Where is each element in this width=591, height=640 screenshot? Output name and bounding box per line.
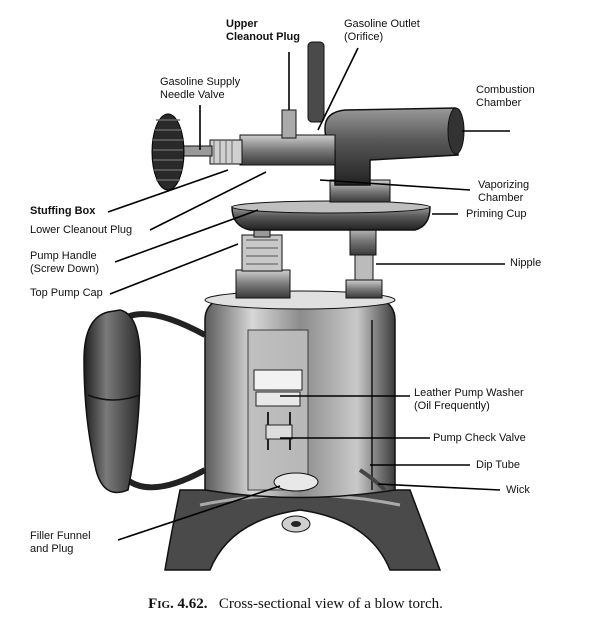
label-pump-check-valve: Pump Check Valve bbox=[433, 432, 526, 444]
tank-base bbox=[164, 489, 442, 571]
figure-caption-text: Cross-sectional view of a blow torch. bbox=[218, 596, 443, 612]
needle-valve-knob bbox=[151, 113, 185, 191]
label-gasoline-outlet: Gasoline Outlet(Orifice) bbox=[344, 18, 420, 43]
label-leather-pump-washer: Leather Pump Washer(Oil Frequently) bbox=[414, 387, 524, 412]
burner-assembly bbox=[175, 41, 465, 203]
figure-caption: Fig. 4.62. Cross-sectional view of a blo… bbox=[0, 596, 591, 613]
label-lower-cleanout-plug: Lower Cleanout Plug bbox=[30, 224, 133, 236]
label-nipple: Nipple bbox=[510, 257, 542, 269]
label-stuffing-box: Stuffing Box bbox=[30, 205, 96, 217]
leader-lines bbox=[107, 47, 510, 541]
figure-number: Fig. 4.62. bbox=[148, 596, 208, 612]
priming-cup bbox=[231, 200, 431, 231]
label-priming-cup: Priming Cup bbox=[466, 208, 527, 220]
label-top-pump-cap: Top Pump Cap bbox=[30, 287, 103, 299]
label-dip-tube: Dip Tube bbox=[476, 459, 521, 471]
tank-handle bbox=[83, 309, 207, 494]
nipple bbox=[345, 224, 383, 299]
fuel-tank bbox=[204, 290, 396, 499]
label-pump-handle: Pump Handle(Screw Down) bbox=[30, 250, 100, 275]
label-wick: Wick bbox=[506, 484, 530, 496]
